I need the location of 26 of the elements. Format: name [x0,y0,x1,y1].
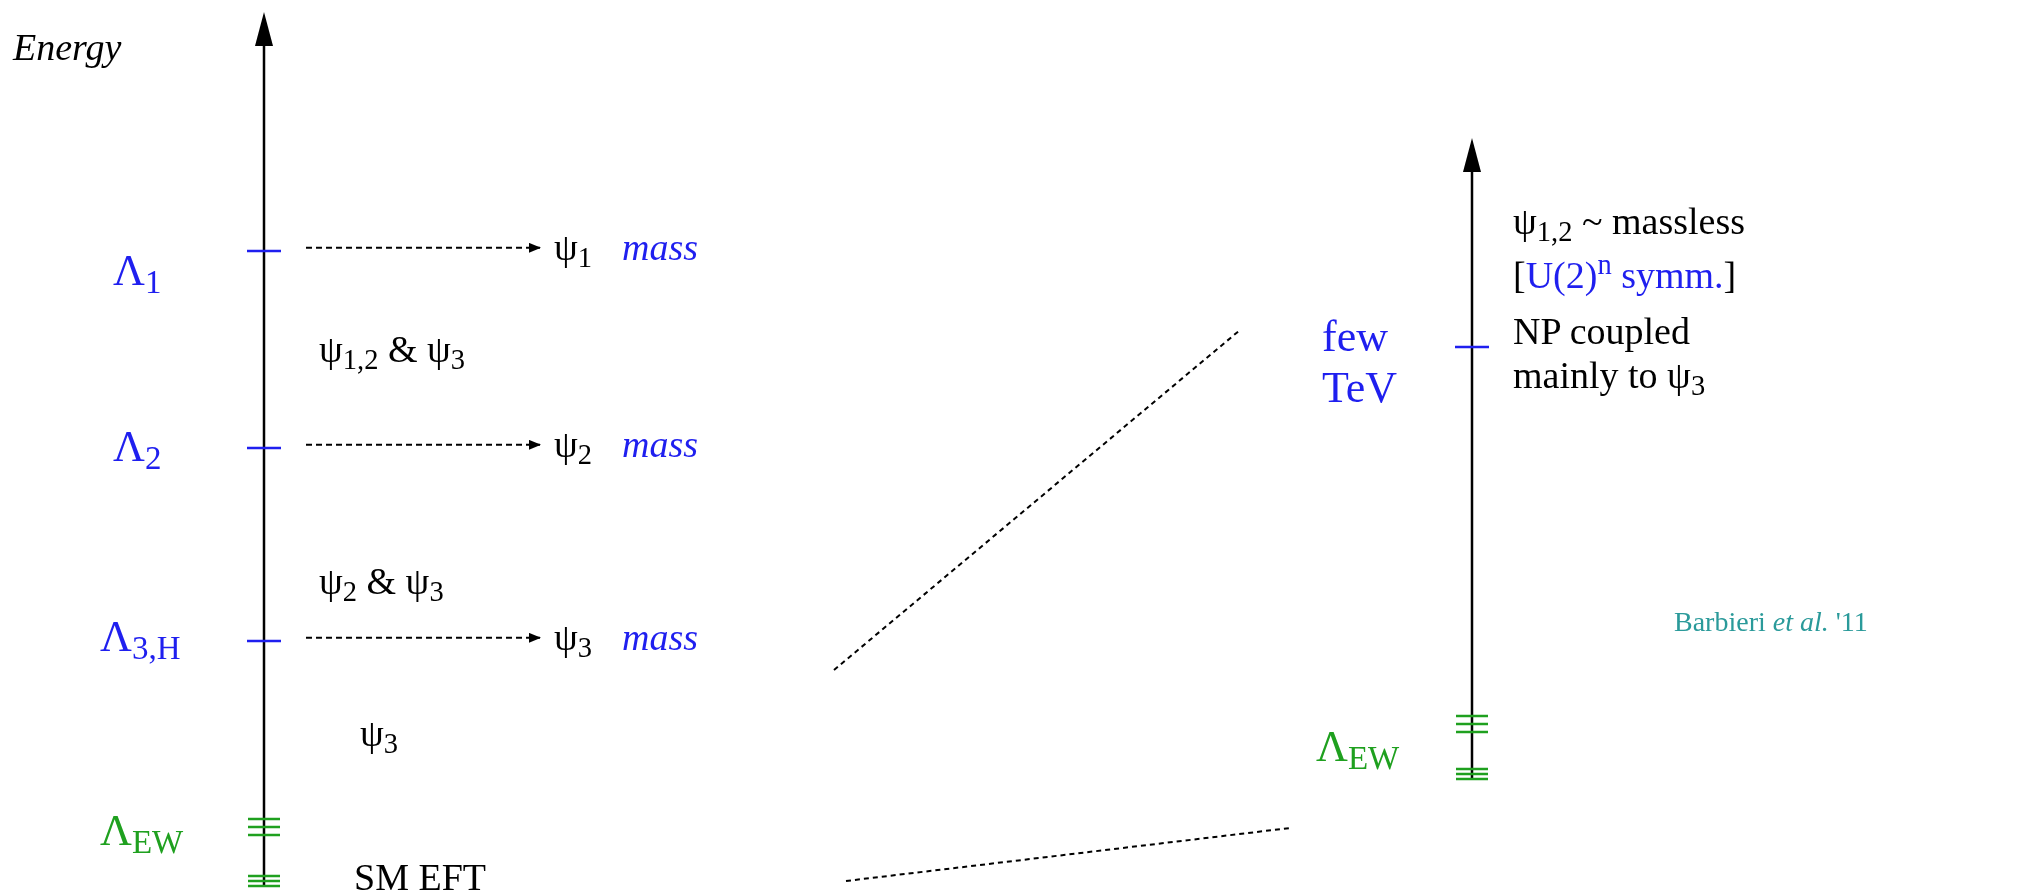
dashed-arrow [305,242,541,253]
scale-label: Λ$_{2}$ [113,422,162,473]
mass-label: mass [622,226,699,270]
scale-label: few TeV [1322,312,1399,414]
note-text: U(2)$^{n}$ symm. [1525,254,1724,298]
note-text: NP coupled mainly to ψ$_{3}$ [1513,310,1707,398]
scale-label: Λ$_{3,H}$ [100,612,181,663]
scale-label: Λ$_{EW}$ [1316,722,1400,773]
region-label: ψ$_{2}$ & ψ$_{3}$ [319,560,444,604]
particle-symbol: ψ$_{3}$ [554,616,593,660]
region-label: SM EFT [354,856,486,892]
particle-symbol: ψ$_{2}$ [554,423,593,467]
citation: Barbieri et al. '11 [1674,606,1868,639]
scale-label: Λ$_{EW}$ [100,806,184,857]
particle-symbol: ψ$_{1}$ [554,226,593,270]
dashed-arrow [305,632,541,643]
bracket: [ [1513,254,1526,298]
region-label: ψ$_{1,2}$ & ψ$_{3}$ [319,328,466,372]
bracket: ] [1723,254,1737,298]
mass-label: mass [622,616,699,660]
scale-label: Λ$_{1}$ [113,246,162,297]
mass-label: mass [622,423,699,467]
note-text: ψ$_{1,2}$ ~ massless [1513,200,1745,244]
axis-title: Energy [13,26,122,70]
region-label: ψ$_{3}$ [360,712,399,756]
dashed-arrow [305,439,541,450]
